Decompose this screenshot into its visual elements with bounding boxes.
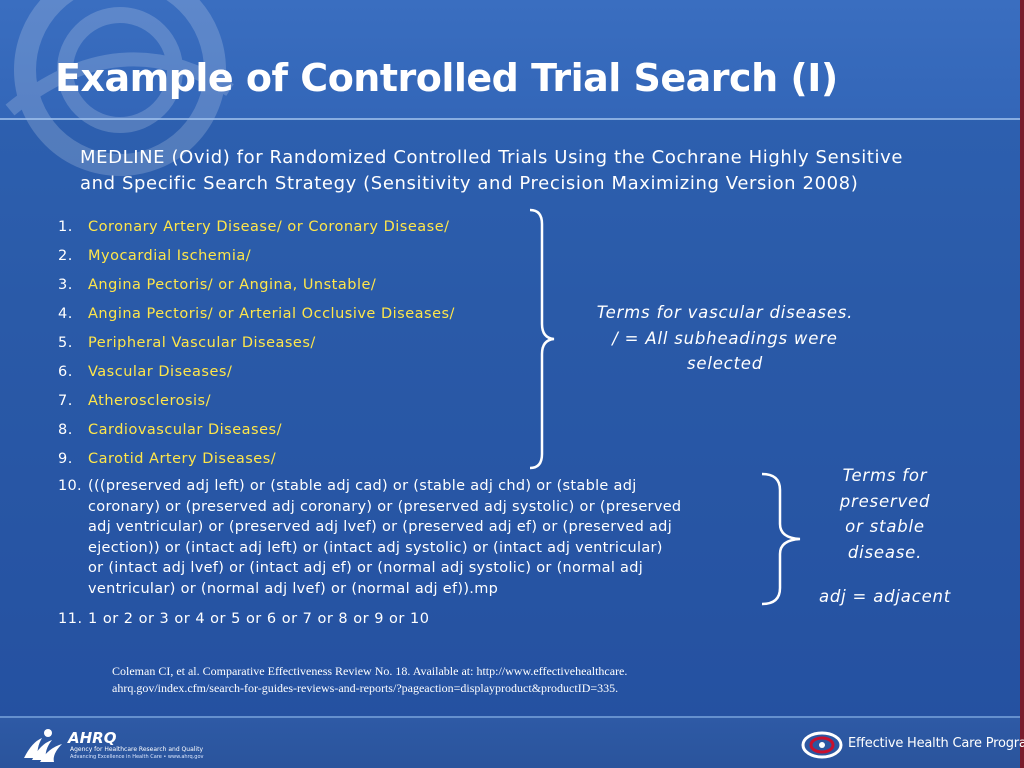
list-number: 1. <box>58 219 73 235</box>
list-text: Carotid Artery Diseases/ <box>88 451 277 467</box>
list-number: 8. <box>58 422 73 438</box>
list-item: 9. Carotid Artery Diseases/ <box>58 445 758 474</box>
citation-line: ahrq.gov/index.cfm/search-for-guides-rev… <box>112 681 619 695</box>
hhs-eagle-logo-icon <box>24 729 62 762</box>
note-line: Terms for vascular diseases. <box>596 303 854 322</box>
decorative-swirl-icon <box>5 0 234 176</box>
text-line: coronary) or (preserved adj coronary) or… <box>88 498 682 515</box>
note-line: disease. <box>847 542 923 562</box>
text-line: ventricular) or (normal adj lvef) or (no… <box>88 580 499 597</box>
list-text: Cardiovascular Diseases/ <box>88 422 282 438</box>
citation-line: Coleman CI, et al. Comparative Effective… <box>112 664 628 678</box>
title-band <box>0 0 1020 118</box>
subtitle-line: MEDLINE (Ovid) for Randomized Controlled… <box>80 147 904 168</box>
preserved-terms-note: Terms for preserved or stable disease. <box>800 463 970 565</box>
search-term-list: 1. Coronary Artery Disease/ or Coronary D… <box>58 213 758 474</box>
list-item: 5. Peripheral Vascular Diseases/ <box>58 329 758 358</box>
list-text: (((preserved adj left) or (stable adj ca… <box>88 476 748 599</box>
list-text: Angina Pectoris/ or Angina, Unstable/ <box>88 277 377 293</box>
right-brace-icon <box>529 208 555 470</box>
ahrq-url: Advancing Excellence in Health Care • ww… <box>70 754 204 760</box>
list-item: 2. Myocardial Ischemia/ <box>58 242 758 271</box>
note-line: preserved <box>839 491 931 511</box>
ahrq-logo: AHRQ Agency for Healthcare Research and … <box>68 727 208 763</box>
list-number: 5. <box>58 335 73 351</box>
list-number: 10. <box>58 478 82 494</box>
text-line: adj ventricular) or (preserved adj lvef)… <box>88 519 673 535</box>
list-number: 2. <box>58 248 73 264</box>
list-item: 7. Atherosclerosis/ <box>58 387 758 416</box>
list-item: 6. Vascular Diseases/ <box>58 358 758 387</box>
adj-definition-note: adj = adjacent <box>818 587 952 606</box>
text-line: (((preserved adj left) or (stable adj ca… <box>88 478 637 494</box>
list-text: Myocardial Ischemia/ <box>88 248 252 264</box>
ahrq-wordmark: AHRQ <box>68 729 117 747</box>
slide-title: Example of Controlled Trial Search (I) <box>55 56 838 100</box>
note-line: or stable <box>845 517 925 536</box>
subtitle-line: and Specific Search Strategy (Sensitivit… <box>80 173 859 194</box>
list-text: Peripheral Vascular Diseases/ <box>88 335 316 351</box>
effective-health-care-wordmark: Effective Health Care Program <box>848 736 1024 751</box>
note-line: Terms for <box>842 466 928 485</box>
list-number: 3. <box>58 277 73 293</box>
list-number: 7. <box>58 393 73 409</box>
list-number: 11. <box>58 611 83 627</box>
list-number: 9. <box>58 451 73 467</box>
list-text: Atherosclerosis/ <box>88 393 211 409</box>
list-item-combined: 11. 1 or 2 or 3 or 4 or 5 or 6 or 7 or 8 … <box>58 609 429 629</box>
list-text: Coronary Artery Disease/ or Coronary Dis… <box>88 219 450 235</box>
list-item: 3. Angina Pectoris/ or Angina, Unstable/ <box>58 271 758 300</box>
list-number: 6. <box>58 364 73 380</box>
footer-band <box>0 716 1020 768</box>
note-line: / = All subheadings were <box>612 328 838 348</box>
right-brace-icon <box>761 472 801 606</box>
citation: Coleman CI, et al. Comparative Effective… <box>112 663 872 697</box>
list-item: 1. Coronary Artery Disease/ or Coronary D… <box>58 213 758 242</box>
slide-subtitle: MEDLINE (Ovid) for Randomized Controlled… <box>80 145 980 197</box>
footer-divider <box>0 716 1020 718</box>
title-divider <box>0 118 1020 120</box>
list-text: 1 or 2 or 3 or 4 or 5 or 6 or 7 or 8 or … <box>88 611 430 627</box>
list-item: 8. Cardiovascular Diseases/ <box>58 416 758 445</box>
vascular-terms-note: Terms for vascular diseases. / = All sub… <box>575 300 875 377</box>
text-line: ejection)) or (intact adj left) or (inta… <box>88 539 663 556</box>
list-item: 4. Angina Pectoris/ or Arterial Occlusive… <box>58 300 758 329</box>
list-number: 4. <box>58 306 73 322</box>
effective-health-care-logo-icon <box>801 731 843 759</box>
ahrq-tagline: Agency for Healthcare Research and Quali… <box>70 746 203 753</box>
text-line: or (intact adj lvef) or (intact adj ef) … <box>88 560 644 576</box>
right-edge-accent <box>1020 0 1024 768</box>
list-text: Angina Pectoris/ or Arterial Occlusive D… <box>88 306 455 322</box>
note-line: selected <box>686 354 764 373</box>
list-text: Vascular Diseases/ <box>88 364 233 380</box>
